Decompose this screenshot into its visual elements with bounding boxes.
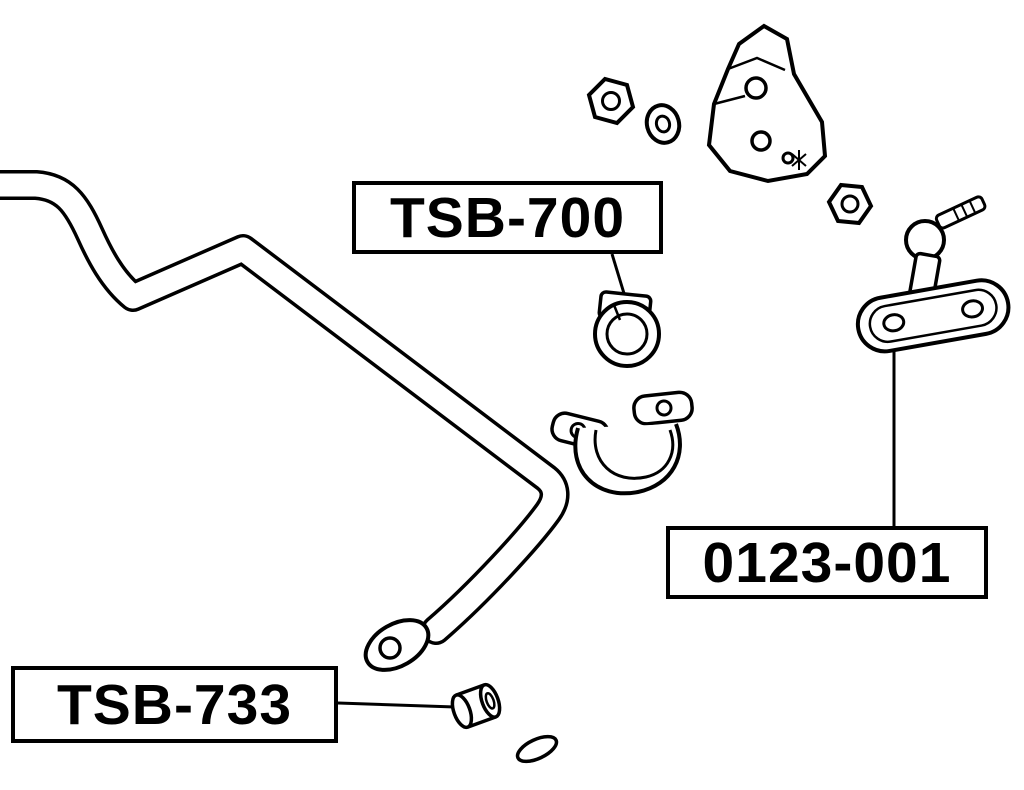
bushing-bracket-drawing — [550, 390, 694, 496]
leader-tsb733 — [337, 701, 456, 709]
bar-end-eye — [363, 618, 431, 672]
part-number-0123-001: 0123-001 — [702, 530, 952, 595]
part-number-tsb-733: TSB-733 — [56, 672, 293, 737]
small-bushing-drawing — [450, 682, 502, 730]
mounting-bracket-drawing — [706, 23, 828, 184]
hex-nut-upper-drawing — [586, 76, 636, 126]
link-plate-drawing — [855, 278, 1011, 354]
star-mark — [791, 150, 807, 170]
part-number-box-tsb-733[interactable]: TSB-733 — [11, 666, 338, 743]
stabilizer-bar-drawing — [0, 170, 570, 645]
part-number-tsb-700: TSB-700 — [389, 185, 626, 250]
oval-washer-drawing — [515, 734, 559, 764]
washer-upper-drawing — [644, 103, 682, 145]
part-number-box-tsb-700[interactable]: TSB-700 — [352, 181, 663, 254]
stabilizer-bushing-drawing — [593, 290, 661, 368]
hex-nut-right-drawing — [826, 182, 874, 226]
part-number-box-0123-001[interactable]: 0123-001 — [666, 526, 988, 599]
